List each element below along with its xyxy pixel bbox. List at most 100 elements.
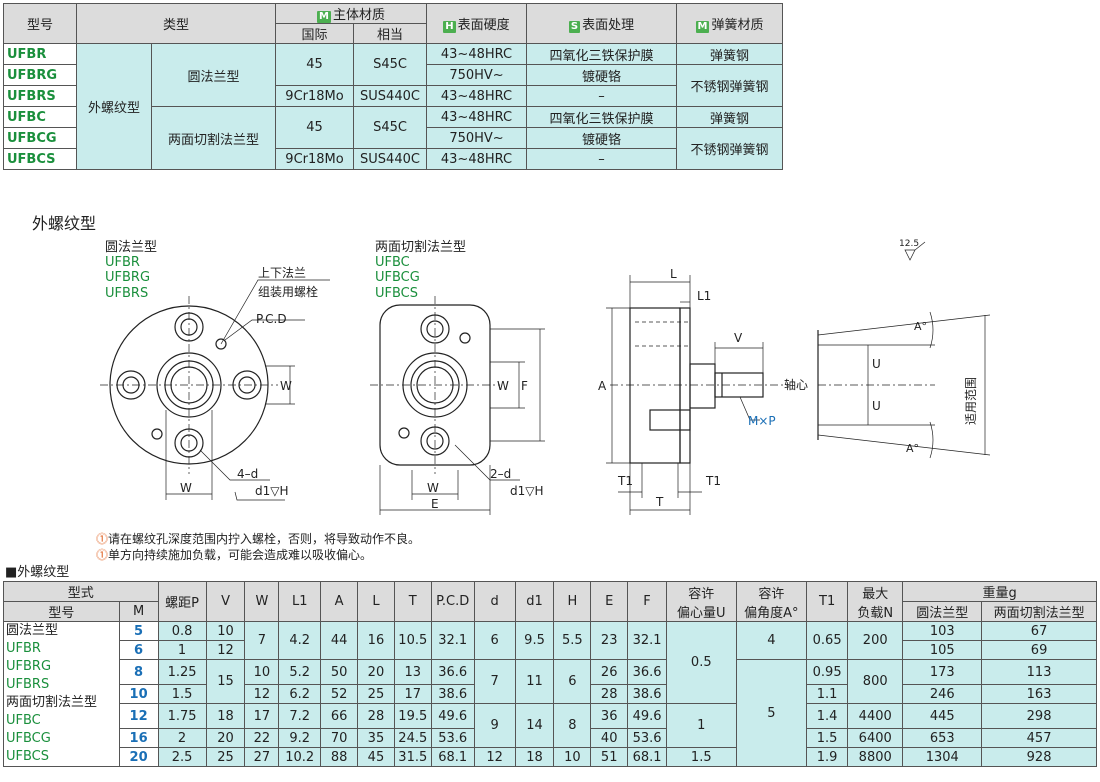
- round-code: UFBRG: [105, 270, 151, 285]
- model-code: UFBC: [3, 106, 77, 128]
- hardness-cell: 750HV~: [426, 127, 527, 149]
- two-code: UFBCG: [375, 270, 420, 285]
- header-w: W: [244, 581, 280, 622]
- t-cell: 19.5: [393, 703, 432, 729]
- technical-drawing: 上下法兰 组装用螺栓 P.C.D W W 4–d d1▽H W W F E 2–…: [100, 239, 991, 515]
- spring-cell: 弹簧钢: [676, 106, 783, 128]
- pitch-cell: 2: [157, 728, 207, 748]
- t1-label: T1: [705, 474, 721, 488]
- m-cell: 16: [118, 728, 159, 748]
- f-label: F: [521, 379, 528, 393]
- header-model: 型号: [3, 601, 120, 622]
- type-main: 外螺纹型: [76, 43, 152, 170]
- h-cell: 10: [553, 747, 592, 767]
- round-code: UFBRS: [105, 286, 149, 301]
- l1-label: L1: [697, 289, 711, 303]
- material-intl: 9Cr18Mo: [275, 85, 354, 107]
- two-flange-drawing: [370, 296, 545, 515]
- u-cell: 1.5: [665, 747, 737, 767]
- pitch-cell: 1.75: [157, 703, 207, 729]
- t1-cell: 1.5: [806, 728, 849, 748]
- d1-cell: 9.5: [514, 621, 555, 660]
- weight-round-cell: 653: [902, 728, 983, 748]
- angle-cell: 5: [735, 659, 808, 767]
- header-model: 型号: [3, 3, 77, 44]
- name-line: 两面切割法兰型: [6, 695, 98, 710]
- model-code: UFBCG: [3, 127, 77, 149]
- model-code: UFBRS: [3, 85, 77, 107]
- m-cell: 6: [118, 640, 159, 660]
- pitch-cell: 1.25: [157, 659, 207, 685]
- w-cell: 17: [244, 703, 280, 729]
- l-cell: 25: [357, 684, 395, 704]
- warning-icon: ⓵: [96, 548, 109, 562]
- l-cell: 35: [357, 728, 395, 748]
- t1-label: T1: [617, 474, 633, 488]
- weight-round-cell: 1304: [902, 747, 983, 767]
- t-cell: 24.5: [393, 728, 432, 748]
- w-cell: 7: [244, 621, 280, 660]
- round-flange-drawing: [100, 279, 330, 501]
- weight-two-cell: 457: [981, 728, 1097, 748]
- weight-two-cell: 298: [981, 703, 1097, 729]
- v-label: V: [734, 331, 743, 345]
- name-line: UFBRG: [6, 659, 52, 674]
- h-cell: 5.5: [553, 621, 592, 660]
- h-cell: 8: [553, 703, 592, 748]
- h-cell: 6: [553, 659, 592, 704]
- surface-cell: 四氧化三铁保护膜: [526, 43, 677, 65]
- t1-cell: 0.95: [806, 659, 849, 685]
- bolt-note-1: 上下法兰: [258, 266, 306, 280]
- load-cell: 4400: [847, 703, 904, 729]
- section-title: 外螺纹型: [32, 214, 97, 233]
- m-cell: 10: [118, 684, 159, 704]
- e-cell: 23: [590, 621, 629, 660]
- model-names-cell: 圆法兰型 UFBR UFBRG UFBRS 两面切割法兰型 UFBC UFBCG…: [3, 621, 120, 767]
- f-cell: 36.6: [627, 659, 667, 685]
- surface-cell: 镀硬铬: [526, 127, 677, 149]
- header-pcd: P.C.D: [430, 581, 475, 622]
- round-code: UFBR: [105, 255, 140, 270]
- t-label: T: [655, 495, 664, 509]
- header-t1: T1: [806, 581, 849, 622]
- header-d: d: [473, 581, 516, 622]
- d1-cell: 14: [514, 703, 555, 748]
- spring-cell: 不锈钢弹簧钢: [676, 127, 783, 170]
- a-deg-label: A°: [906, 442, 919, 455]
- l1-cell: 7.2: [278, 703, 322, 729]
- weight-round-cell: 103: [902, 621, 983, 641]
- d-cell: 7: [473, 659, 516, 704]
- spring-cell: 不锈钢弹簧钢: [676, 64, 783, 107]
- header-equiv: 相当: [353, 23, 427, 44]
- spec-title: ■外螺纹型: [5, 565, 70, 580]
- pcd-cell: 49.6: [430, 703, 475, 729]
- a-cell: 50: [320, 659, 359, 685]
- header-pitch: 螺距P: [157, 581, 207, 622]
- l1-cell: 5.2: [278, 659, 322, 685]
- header-t: T: [393, 581, 432, 622]
- name-line: UFBC: [6, 713, 41, 728]
- d-cell: 9: [473, 703, 516, 748]
- hole-label: 2–d: [490, 467, 511, 481]
- header-h: H: [553, 581, 592, 622]
- l1-cell: 10.2: [278, 747, 322, 767]
- e-cell: 40: [590, 728, 629, 748]
- d1-cell: 11: [514, 659, 555, 704]
- material-equiv: S45C: [353, 106, 427, 149]
- roughness-label: 12.5: [899, 239, 919, 249]
- e-cell: 26: [590, 659, 629, 685]
- v-cell: 25: [205, 747, 246, 767]
- bolt-note-2: 组装用螺栓: [258, 284, 318, 299]
- t-cell: 31.5: [393, 747, 432, 767]
- header-v: V: [205, 581, 246, 622]
- type-two: 两面切割法兰型: [151, 106, 276, 170]
- header-angle-a: 容许偏角度A°: [735, 581, 808, 622]
- l-cell: 16: [357, 621, 395, 660]
- a-deg-label: A°: [914, 320, 927, 333]
- e-cell: 28: [590, 684, 629, 704]
- angle-cell: 4: [735, 621, 808, 660]
- weight-two-cell: 163: [981, 684, 1097, 704]
- w-label: W: [180, 481, 192, 495]
